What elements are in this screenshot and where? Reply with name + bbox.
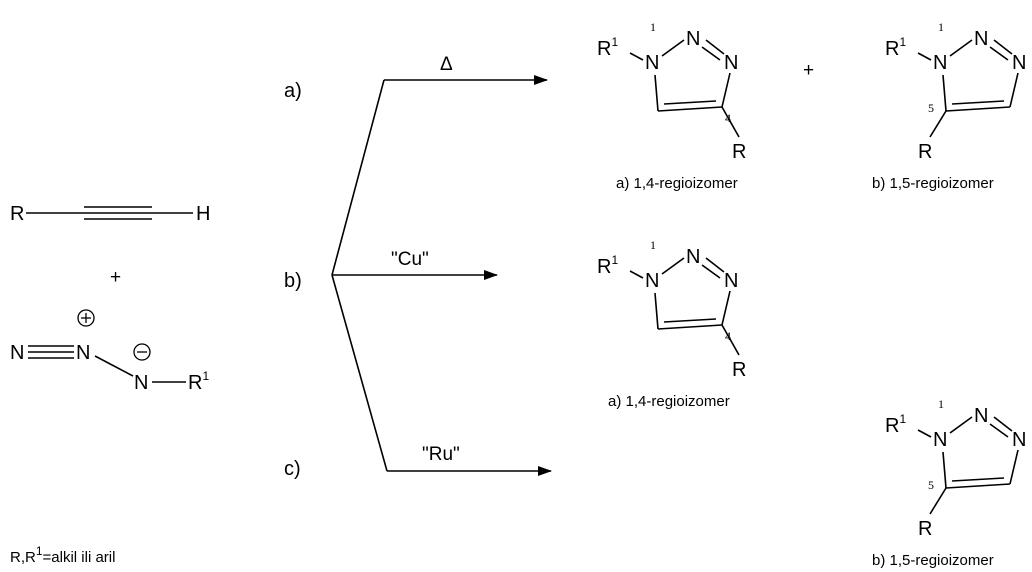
alkyne-r-label: R: [10, 203, 24, 225]
product-plus: +: [803, 60, 814, 81]
azide: N N N R1: [10, 309, 209, 394]
alkyne-h-label: H: [196, 203, 210, 225]
reactant-plus: +: [110, 267, 121, 288]
alkyne: R H: [10, 203, 210, 225]
condition-a-label: a): [284, 80, 302, 102]
substituent-legend: R,R1=alkil ili aril: [10, 544, 115, 566]
condition-b-reagent: "Cu": [391, 249, 429, 270]
condition-c-label: c): [284, 458, 301, 480]
caption-a-15-regioisomer: b) 1,5-regioizomer: [872, 175, 994, 192]
azide-r-label: R1: [188, 369, 209, 394]
condition-b-label: b): [284, 270, 302, 292]
product-a-15-triazole: [884, 19, 1028, 164]
branch-line-a: [331, 79, 385, 276]
caption-c-15-regioisomer: b) 1,5-regioizomer: [872, 552, 994, 569]
product-b-14-triazole: [596, 237, 748, 382]
caption-a-14-regioisomer: a) 1,4-regioizomer: [616, 175, 738, 192]
caption-b-14-regioisomer: a) 1,4-regioizomer: [608, 393, 730, 410]
reaction-branches: a) Δ b) "Cu" c) "Ru": [284, 54, 552, 480]
azide-n-terminal: N: [10, 342, 24, 364]
azide-n-central: N: [76, 342, 90, 364]
product-c-15-triazole: [884, 396, 1028, 541]
branch-line-c: [331, 274, 388, 472]
azide-n-anionic: N: [134, 372, 148, 394]
azide-n-n-bond: [94, 355, 134, 377]
condition-c-reagent: "Ru": [422, 444, 460, 465]
product-a-14-triazole: [596, 19, 748, 164]
condition-a-reagent: Δ: [440, 54, 453, 75]
